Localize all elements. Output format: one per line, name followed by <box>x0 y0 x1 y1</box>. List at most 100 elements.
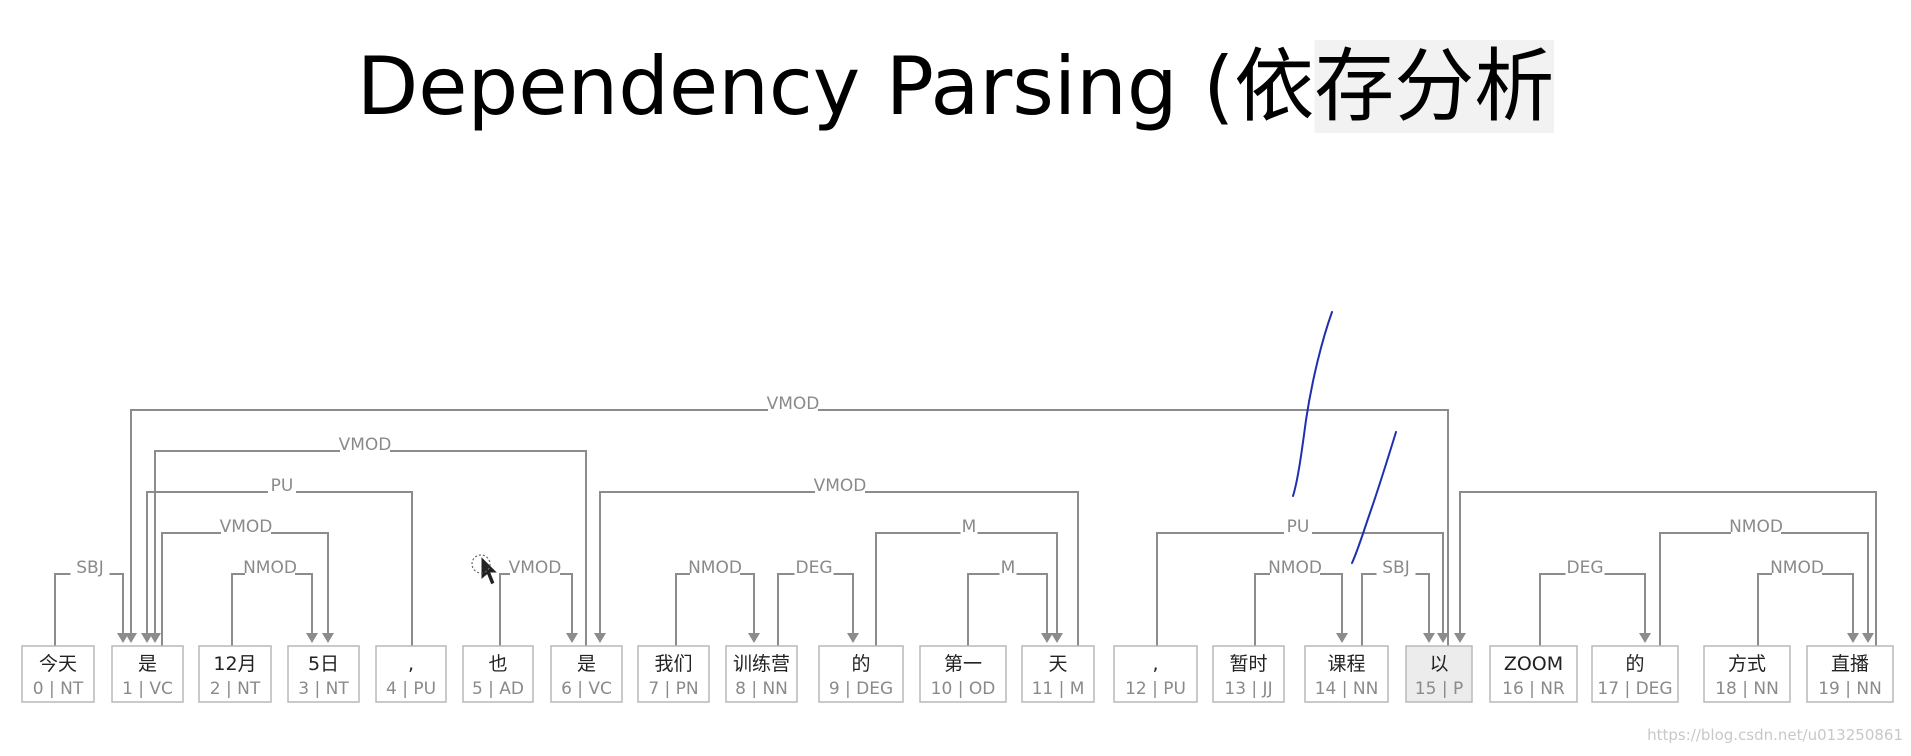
arc-label: VMOD <box>814 476 867 496</box>
token-index-tag: 3 | NT <box>298 679 349 699</box>
token-index-tag: 10 | OD <box>931 679 996 699</box>
arrowhead <box>1639 633 1651 643</box>
dependency-arc: NMOD <box>231 558 318 646</box>
token-word: 是 <box>577 653 596 675</box>
token-word: , <box>408 653 414 675</box>
arc-label: NMOD <box>1729 517 1783 537</box>
dependency-arc <box>1454 491 1877 646</box>
arc-label-bg <box>1731 519 1781 535</box>
dependency-arc: M <box>967 558 1053 646</box>
token-box-frame <box>637 645 710 703</box>
token-box: 的9 | DEG <box>818 645 904 703</box>
arrowhead <box>1862 633 1874 643</box>
arrowhead <box>594 633 606 643</box>
token-box: ZOOM 16 | NR <box>1489 645 1578 703</box>
arc-label-bg <box>960 519 978 535</box>
dependency-arc: DEG <box>1539 558 1651 646</box>
dependency-arc: VMOD <box>149 435 587 646</box>
token-index-tag: 4 | PU <box>386 679 436 699</box>
token-box-frame <box>919 645 1007 703</box>
arc-label: VMOD <box>339 435 392 455</box>
arc-line <box>875 532 1058 646</box>
dependency-arc: VMOD <box>594 476 1079 646</box>
token-box: 是 6 | VC <box>550 645 623 703</box>
token-index-tag: 17 | DEG <box>1597 679 1672 699</box>
token-box-frame <box>550 645 623 703</box>
arc-label: M <box>1001 558 1016 578</box>
token-word: 5日 <box>308 653 339 675</box>
arrowhead <box>149 633 161 643</box>
token-word: 训练营 <box>733 653 790 675</box>
token-box-frame <box>111 645 184 703</box>
token-word: 12月 <box>213 653 256 675</box>
arc-label: PU <box>1287 517 1310 537</box>
arc-line <box>54 573 124 646</box>
arc-label-bg <box>690 560 740 576</box>
dependency-arc: DEG <box>777 558 859 646</box>
arc-label-bg <box>268 478 296 494</box>
dependency-arc: VMOD <box>125 394 1449 646</box>
arc-line <box>1156 532 1444 646</box>
token-box: 也5 | AD <box>462 645 534 703</box>
token-word: ZOOM <box>1504 653 1563 675</box>
token-box-frame <box>1212 645 1285 703</box>
token-index-tag: 19 | NN <box>1818 679 1882 699</box>
token-word: 第一 <box>944 653 982 675</box>
token-index-tag: 8 | NN <box>735 679 788 699</box>
token-index-tag: 6 | VC <box>561 679 612 699</box>
dependency-arc: VMOD <box>161 517 334 646</box>
token-box: 以15 | P <box>1405 645 1473 703</box>
token-box: 5日 3 | NT <box>287 645 360 703</box>
token-box-frame <box>1304 645 1389 703</box>
dependency-arc: NMOD <box>675 558 760 646</box>
token-box: 今天0 | NT <box>21 645 95 703</box>
pen-stroke <box>1292 311 1333 497</box>
token-index-tag: 16 | NR <box>1502 679 1565 699</box>
token-box-frame <box>1489 645 1578 703</box>
token-box: 训练营 8 | NN <box>725 645 798 703</box>
token-word: 的 <box>1625 653 1644 675</box>
arrowhead <box>141 633 153 643</box>
token-box: 天11 | M <box>1021 645 1095 703</box>
arc-label: VMOD <box>767 394 820 414</box>
dependency-arc: PU <box>1156 517 1449 646</box>
arc-label: NMOD <box>1268 558 1322 578</box>
arc-label: NMOD <box>1770 558 1824 578</box>
arc-line <box>777 573 854 646</box>
token-word: 我们 <box>654 653 692 675</box>
arc-line <box>1757 573 1854 646</box>
token-word: 方式 <box>1728 653 1766 675</box>
token-index-tag: 5 | AD <box>472 679 524 699</box>
arc-label-bg <box>815 478 865 494</box>
token-box-frame <box>21 645 95 703</box>
token-index-tag: 14 | NN <box>1315 679 1379 699</box>
arc-line <box>967 573 1048 646</box>
token-index-tag: 12 | PU <box>1125 679 1186 699</box>
token-index-tag: 7 | PN <box>648 679 698 699</box>
arc-label: NMOD <box>243 558 297 578</box>
token-box: 第一 10 | OD <box>919 645 1007 703</box>
token-index-tag: 9 | DEG <box>829 679 893 699</box>
arrowhead <box>1437 633 1449 643</box>
token-box: 我们 7 | PN <box>637 645 710 703</box>
arrowhead <box>1051 633 1063 643</box>
arc-line <box>499 573 573 646</box>
arc-label-bg <box>245 560 295 576</box>
arc-label-bg <box>70 560 110 576</box>
token-word: 天 <box>1048 653 1067 675</box>
arc-label-bg <box>340 437 390 453</box>
arrowhead <box>306 633 318 643</box>
dependency-arc: PU <box>141 476 413 646</box>
arrowhead <box>748 633 760 643</box>
arrowhead <box>322 633 334 643</box>
arc-line <box>1539 573 1646 646</box>
arc-label: SBJ <box>76 558 103 578</box>
arc-label: M <box>962 517 977 537</box>
arc-line <box>1459 491 1877 646</box>
arrowhead <box>1336 633 1348 643</box>
arc-label-bg <box>1565 560 1605 576</box>
